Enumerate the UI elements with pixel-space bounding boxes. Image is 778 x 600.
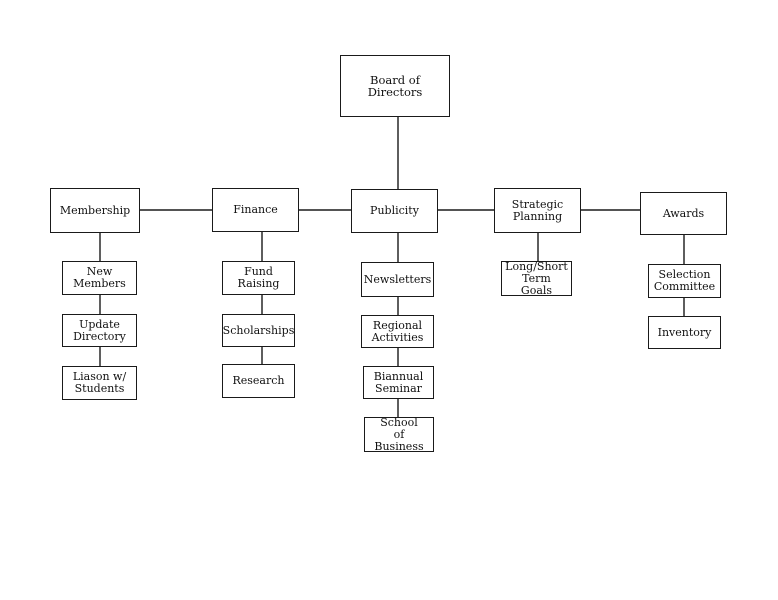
box-publicity: Publicity — [351, 189, 438, 233]
box-scholarships: Scholarships — [222, 314, 295, 347]
box-finance: Finance — [212, 188, 299, 232]
box-selection-committee: Selection Committee — [648, 264, 721, 298]
box-update-directory: Update Directory — [62, 314, 137, 347]
box-long-short-term-goals: Long/Short Term Goals — [501, 260, 572, 296]
box-newsletters: Newsletters — [361, 262, 434, 297]
box-regional-activities: Regional Activities — [361, 315, 434, 348]
box-new-members: New Members — [62, 261, 137, 295]
box-inventory: Inventory — [648, 316, 721, 349]
box-biannual-seminar: Biannual Seminar — [363, 366, 434, 399]
box-membership: Membership — [50, 188, 140, 233]
box-board-of-directors: Board of Directors — [340, 55, 450, 117]
box-liason-with-students: Liason w/ Students — [62, 366, 137, 400]
box-strategic-planning: Strategic Planning — [494, 188, 581, 233]
box-awards: Awards — [640, 192, 727, 235]
box-school-of-business: School of Business — [364, 416, 434, 452]
box-fund-raising: Fund Raising — [222, 261, 295, 295]
box-research: Research — [222, 364, 295, 398]
